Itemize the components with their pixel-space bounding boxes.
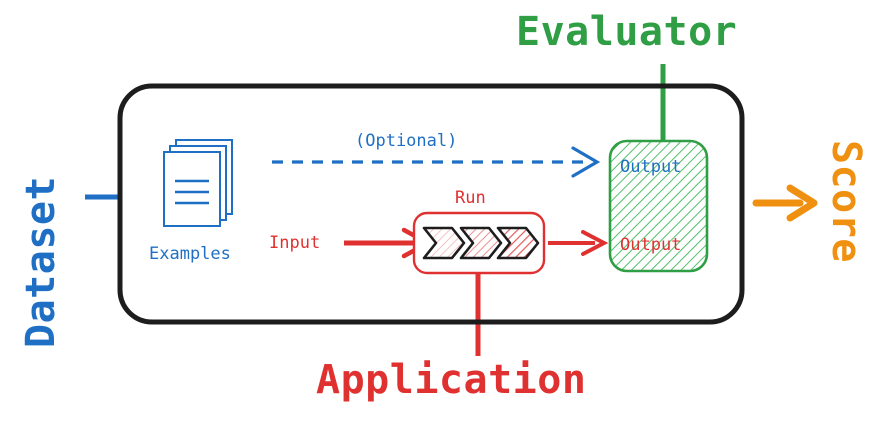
output-bottom-label: Output	[620, 235, 682, 255]
evaluation-container	[117, 83, 745, 325]
chevrons-icon	[422, 226, 540, 260]
run-output-arrow	[548, 230, 609, 256]
documents-stack-icon	[163, 139, 233, 227]
output-box	[608, 139, 709, 273]
score-label: Score	[823, 140, 869, 263]
evaluator-label: Evaluator	[516, 9, 738, 55]
application-label: Application	[316, 357, 587, 403]
output-top-label: Output	[620, 157, 682, 177]
dataset-label: Dataset	[18, 175, 64, 348]
examples-label: Examples	[149, 244, 231, 264]
optional-arrow	[272, 146, 601, 178]
optional-label: (Optional)	[355, 131, 458, 151]
input-label: Input	[269, 233, 321, 253]
score-arrow	[752, 184, 818, 222]
run-label: Run	[455, 188, 486, 208]
